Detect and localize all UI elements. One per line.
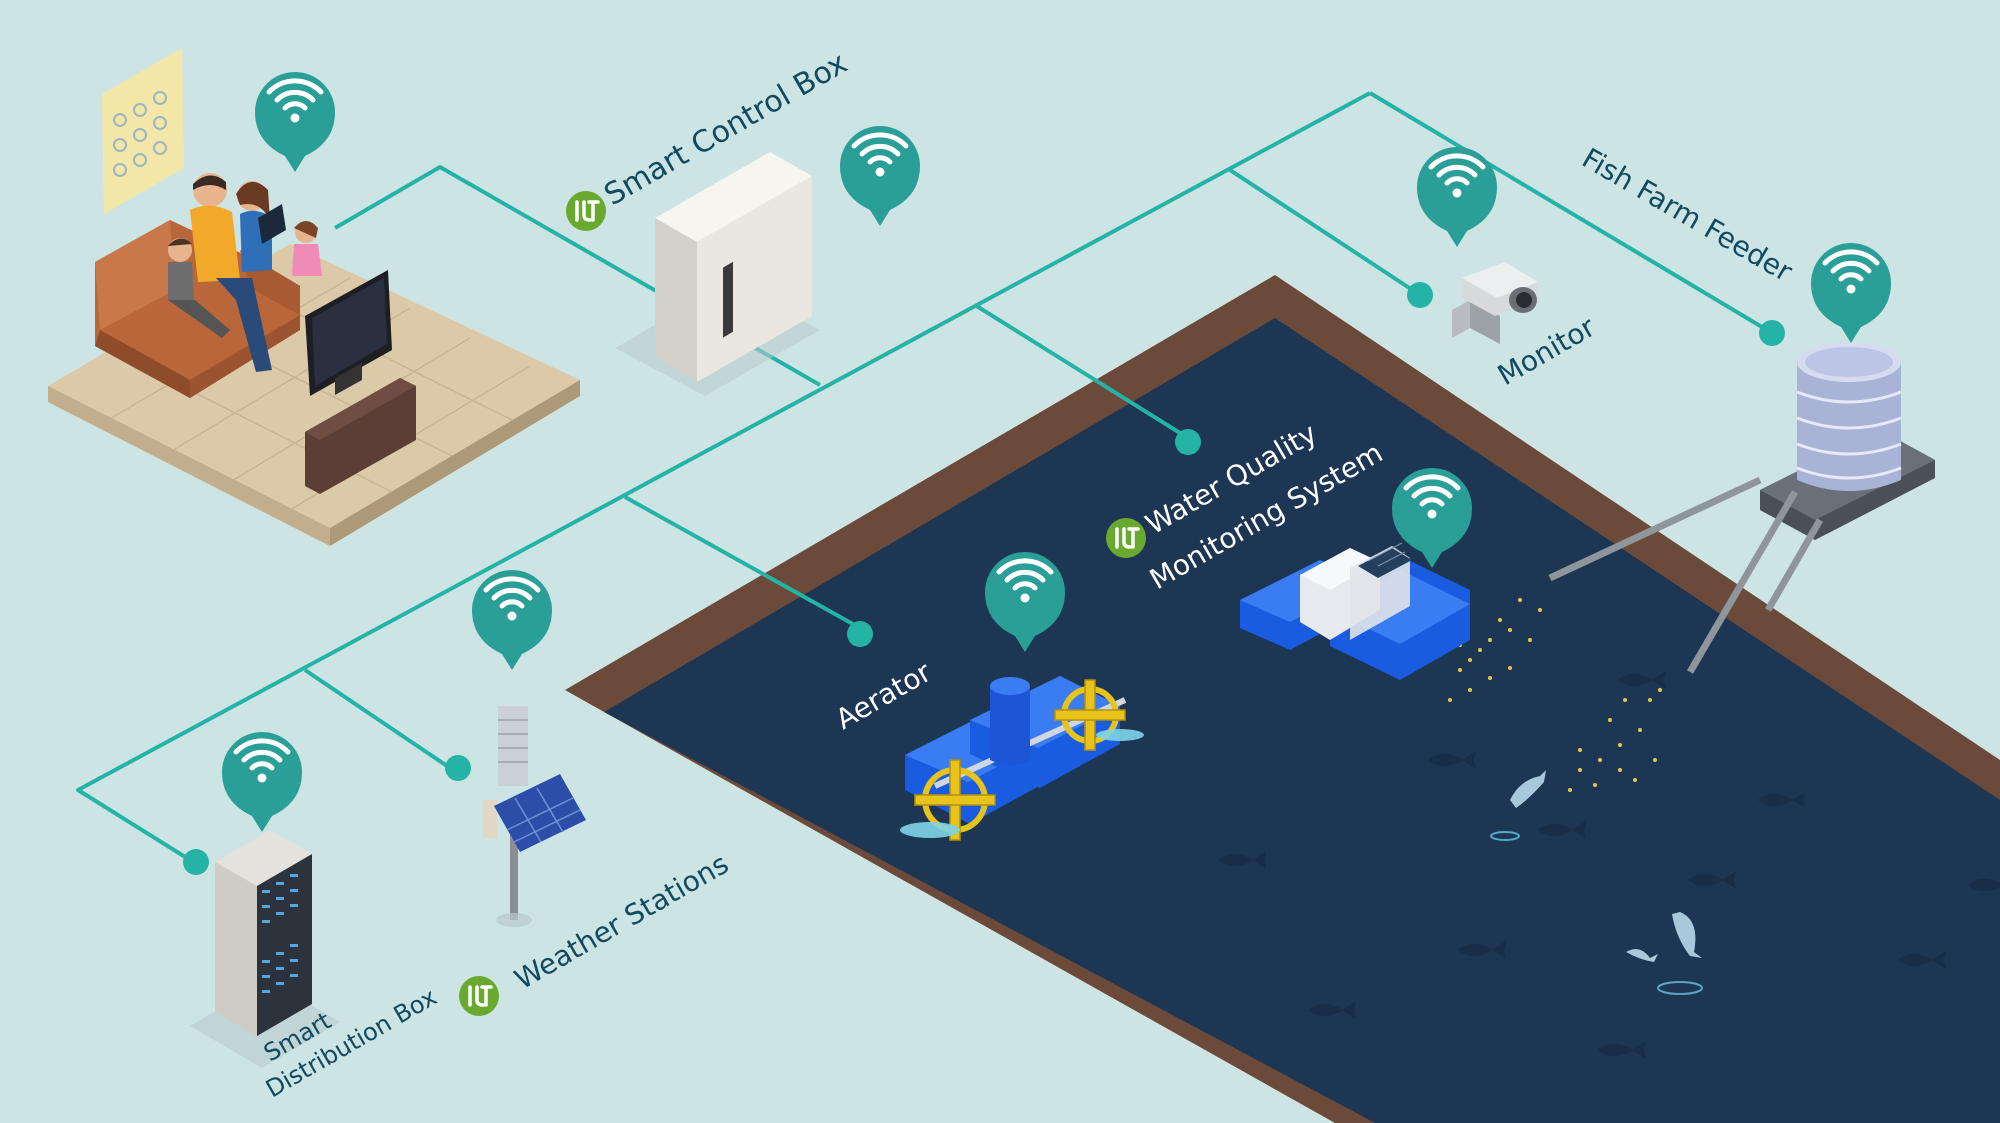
feeder-tower-icon [1548, 342, 1935, 674]
feed-pellets [1448, 598, 1662, 792]
control-cabinet-icon [615, 152, 820, 396]
logo-icon [564, 189, 608, 233]
dashboard-poster [102, 48, 184, 214]
family [168, 173, 322, 372]
network-nodes [183, 282, 1785, 875]
logo-icon [457, 974, 501, 1018]
weather-station-icon [483, 706, 586, 927]
jumping-fish [1510, 770, 1702, 962]
living-room [48, 48, 580, 546]
logo-icon [1104, 516, 1148, 560]
security-camera-icon [1452, 262, 1538, 344]
fish-pond [565, 275, 2000, 1123]
monitoring-buoy-icon [1240, 542, 1470, 680]
aerator-icon [900, 676, 1144, 841]
tv-set [305, 270, 416, 494]
server-rack-icon [190, 830, 340, 1068]
